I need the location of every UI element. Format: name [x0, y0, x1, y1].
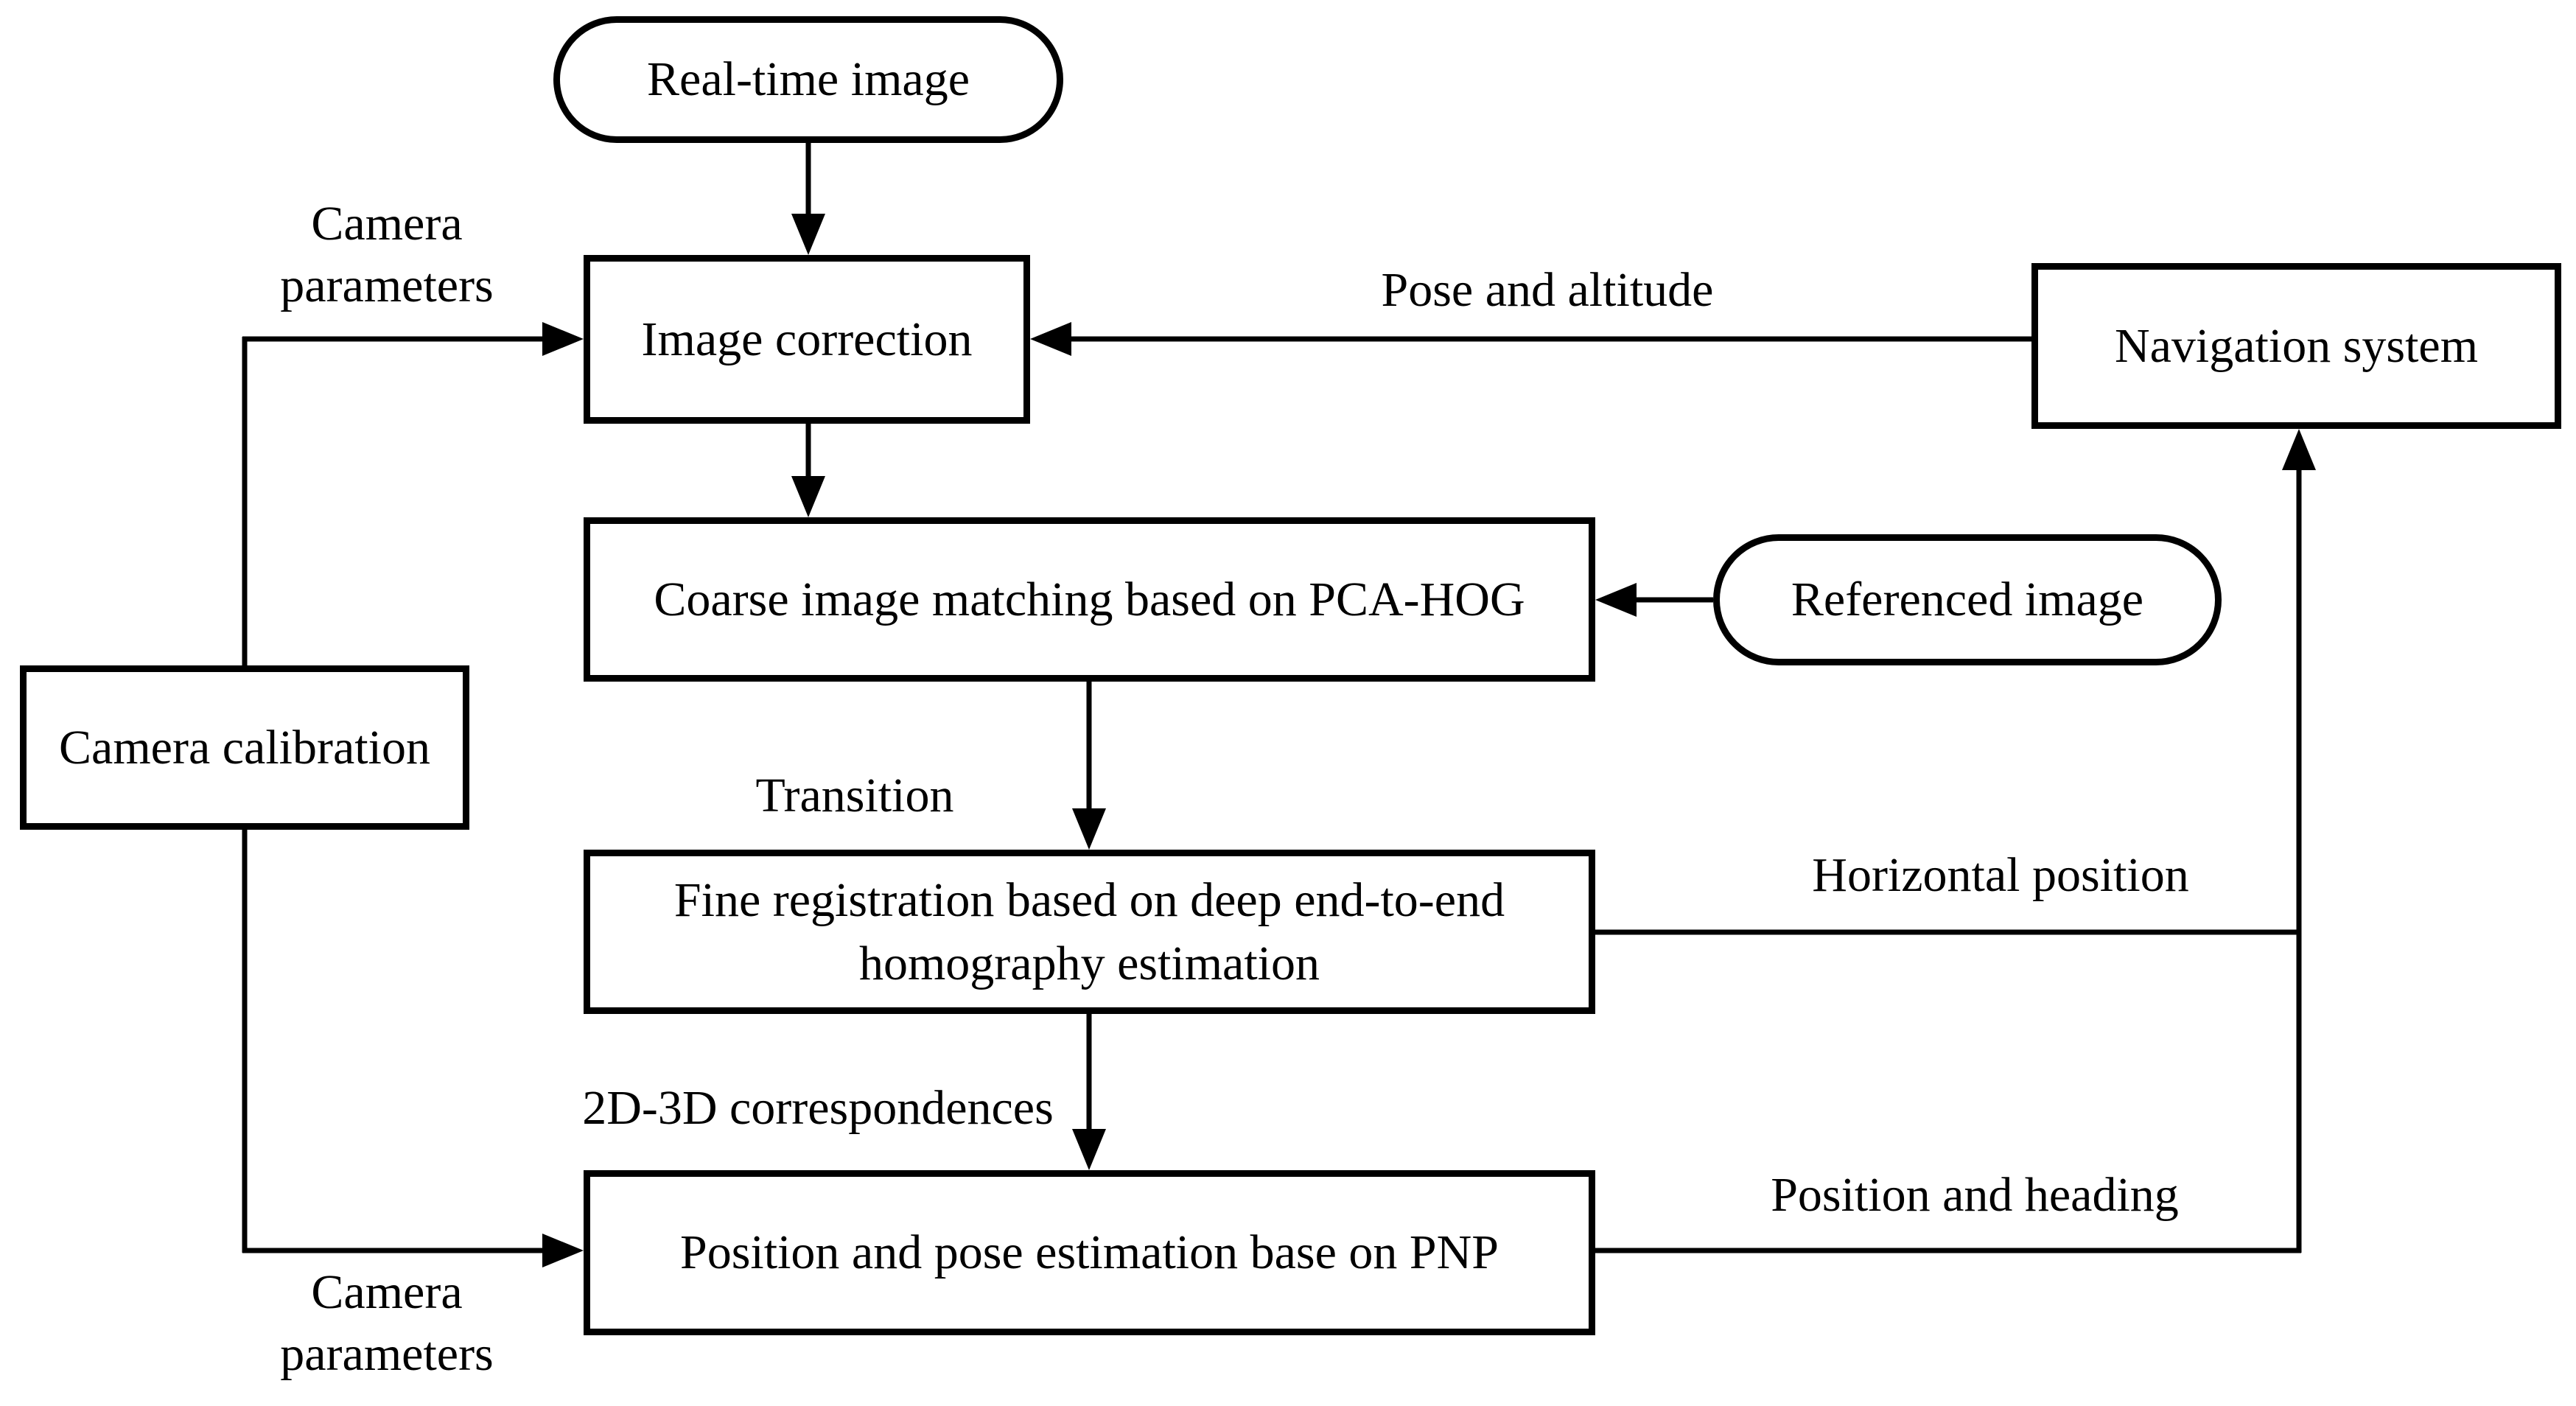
- node-navigation-system-label: Navigation system: [2114, 318, 2479, 373]
- edge-correction-to-coarse-arrowhead: [791, 476, 825, 517]
- edge-label-pose-and-altitude: Pose and altitude: [1381, 263, 1714, 317]
- edge-label-transition: Transition: [755, 769, 954, 822]
- edge-feedback-to-navigation-arrowhead: [2282, 429, 2316, 470]
- node-navigation-system: Navigation system: [2031, 263, 2561, 429]
- node-fine-registration-label: Fine registration based on deep end-to-e…: [673, 872, 1505, 990]
- edge-calibration-to-correction-arrowhead: [542, 322, 584, 356]
- node-real-time-image-label: Real-time image: [647, 52, 970, 107]
- edge-coarse-to-fine-arrowhead: [1072, 808, 1106, 850]
- edge-label-camera-parameters-bottom: Camera parameters: [280, 1265, 494, 1382]
- node-position-pose-estimation: Position and pose estimation base on PNP: [584, 1170, 1595, 1335]
- node-referenced-image: Referenced image: [1713, 534, 2222, 665]
- edge-referenced-to-coarse-arrowhead: [1595, 583, 1637, 617]
- node-coarse-image-matching: Coarse image matching based on PCA-HOG: [584, 517, 1595, 682]
- edge-label-camera-parameters-top: Camera parameters: [280, 197, 494, 313]
- edge-fine-to-pnp-arrowhead: [1072, 1129, 1106, 1170]
- node-fine-registration: Fine registration based on deep end-to-e…: [584, 850, 1595, 1014]
- node-coarse-image-matching-label: Coarse image matching based on PCA-HOG: [654, 572, 1525, 626]
- edge-label-horizontal-position: Horizontal position: [1812, 848, 2189, 902]
- edge-realtime-to-correction-arrowhead: [791, 214, 825, 255]
- node-camera-calibration-label: Camera calibration: [59, 720, 430, 774]
- node-camera-calibration: Camera calibration: [20, 665, 469, 830]
- node-real-time-image: Real-time image: [553, 16, 1063, 143]
- node-referenced-image-label: Referenced image: [1791, 573, 2144, 627]
- edge-navigation-to-correction-arrowhead: [1030, 322, 1071, 356]
- node-position-pose-estimation-label: Position and pose estimation base on PNP: [680, 1225, 1499, 1280]
- node-image-correction: Image correction: [584, 255, 1030, 424]
- edge-calibration-to-pnp-arrowhead: [542, 1234, 584, 1267]
- node-image-correction-label: Image correction: [641, 312, 973, 366]
- edge-label-position-and-heading: Position and heading: [1771, 1168, 2179, 1222]
- edge-label-2d-3d-correspondences: 2D-3D correspondences: [582, 1081, 1054, 1135]
